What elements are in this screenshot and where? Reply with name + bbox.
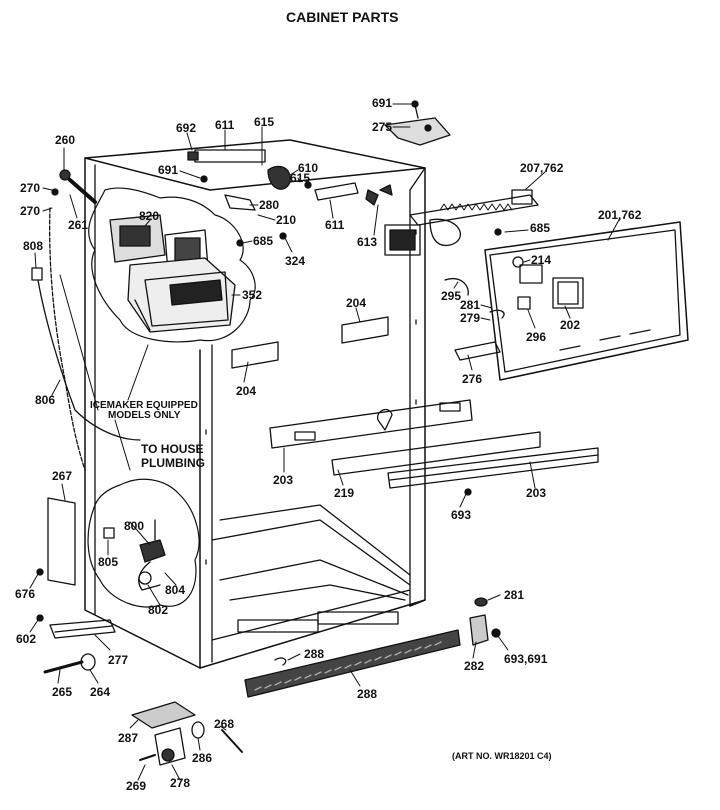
callout-282: 282 — [464, 659, 485, 673]
callout-280: 280 — [259, 198, 280, 212]
screw-676 — [36, 568, 44, 576]
callout-693: 693 — [451, 508, 472, 522]
callout-804: 804 — [165, 583, 186, 597]
callout-693-691: 693,691 — [504, 652, 548, 666]
callout-691: 691 — [372, 96, 393, 110]
leveling-leg — [43, 653, 96, 674]
roller-assembly — [131, 701, 243, 766]
screw-693 — [464, 488, 472, 496]
icemaker-note-line2: MODELS ONLY — [108, 410, 181, 421]
callout-805: 805 — [98, 555, 119, 569]
screw-685-mid — [236, 239, 244, 247]
icemaker-zone-outline — [88, 187, 256, 343]
callout-202: 202 — [560, 318, 581, 332]
callout-286: 286 — [192, 751, 213, 765]
callout-214: 214 — [531, 253, 552, 267]
callout-613: 613 — [357, 235, 378, 249]
fan-motor — [365, 184, 462, 256]
callout-277: 277 — [108, 653, 129, 667]
callout-685-mid: 685 — [253, 234, 274, 248]
callout-279: 279 — [460, 311, 481, 325]
callout-203-left: 203 — [273, 473, 294, 487]
callout-268: 268 — [214, 717, 235, 731]
callout-615-mid: 615 — [290, 171, 311, 185]
control-panel — [484, 221, 689, 381]
callout-611-mid: 611 — [325, 218, 345, 232]
bottom-bracket — [49, 619, 116, 639]
callout-611: 611 — [215, 118, 235, 132]
callout-203-right: 203 — [526, 486, 547, 500]
screw-324 — [279, 232, 287, 240]
screw-685 — [494, 228, 502, 236]
callout-261: 261 — [68, 218, 89, 232]
icemaker-harness — [37, 279, 141, 441]
callout-201-762: 201,762 — [598, 208, 642, 222]
callout-264: 264 — [90, 685, 111, 699]
callout-615: 615 — [254, 115, 275, 129]
callout-leaders — [29, 103, 621, 781]
art-number: (ART NO. WR18201 C4) — [452, 751, 552, 761]
screw-602 — [36, 614, 44, 622]
diagram-title: CABINET PARTS — [286, 9, 399, 25]
callout-288-b: 288 — [357, 687, 378, 701]
callout-610: 610 — [298, 161, 319, 175]
callout-260: 260 — [55, 133, 76, 147]
callout-820: 820 — [139, 209, 160, 223]
damper-control — [187, 149, 359, 211]
side-cover — [47, 497, 76, 586]
callout-204-left: 204 — [236, 384, 257, 398]
shelf-supports — [231, 316, 599, 489]
callout-691-mid: 691 — [158, 163, 179, 177]
callout-676: 676 — [15, 587, 36, 601]
plumbing-zone-outline — [87, 478, 200, 608]
harness-295 — [444, 278, 469, 296]
cabinet-body — [84, 139, 426, 669]
callout-265: 265 — [52, 685, 73, 699]
callout-276: 276 — [462, 372, 483, 386]
callout-204-right: 204 — [346, 296, 367, 310]
top-hinge — [384, 100, 451, 146]
callout-270-a: 270 — [20, 181, 41, 195]
callout-207-762: 207,762 — [520, 161, 564, 175]
callout-210: 210 — [276, 213, 297, 227]
callout-287: 287 — [118, 731, 139, 745]
clip-276 — [454, 341, 501, 361]
callout-288-a: 288 — [304, 647, 325, 661]
bottom-hinge — [469, 597, 501, 646]
water-valve-assembly — [103, 519, 166, 591]
callout-324: 324 — [285, 254, 306, 268]
callout-692: 692 — [176, 121, 197, 135]
callout-267: 267 — [52, 469, 73, 483]
plumbing-note-line2: PLUMBING — [141, 456, 205, 470]
callout-800: 800 — [124, 519, 145, 533]
callout-270-b: 270 — [20, 204, 41, 218]
toe-grille — [244, 629, 461, 698]
callout-808: 808 — [23, 239, 44, 253]
grommet-281 — [489, 309, 505, 319]
harness-connector-808 — [31, 267, 43, 281]
callout-295: 295 — [441, 289, 462, 303]
callout-685-right: 685 — [530, 221, 551, 235]
icemaker-note-line1: ICEMAKER EQUIPPED — [90, 400, 198, 411]
callout-281-mid: 281 — [460, 298, 481, 312]
plumbing-note-line1: TO HOUSE — [141, 442, 204, 456]
callout-219: 219 — [334, 486, 355, 500]
callout-269: 269 — [126, 779, 147, 793]
callout-275: 275 — [372, 120, 393, 134]
callout-802: 802 — [148, 603, 169, 617]
screw-691-mid — [200, 175, 208, 183]
heater-rack — [409, 189, 539, 226]
icemaker — [109, 214, 236, 333]
callout-602: 602 — [16, 632, 37, 646]
callout-281-low: 281 — [504, 588, 525, 602]
water-fill-tube — [49, 169, 97, 471]
callout-296: 296 — [526, 330, 547, 344]
callout-352: 352 — [242, 288, 263, 302]
callout-806: 806 — [35, 393, 56, 407]
callout-278: 278 — [170, 776, 191, 790]
